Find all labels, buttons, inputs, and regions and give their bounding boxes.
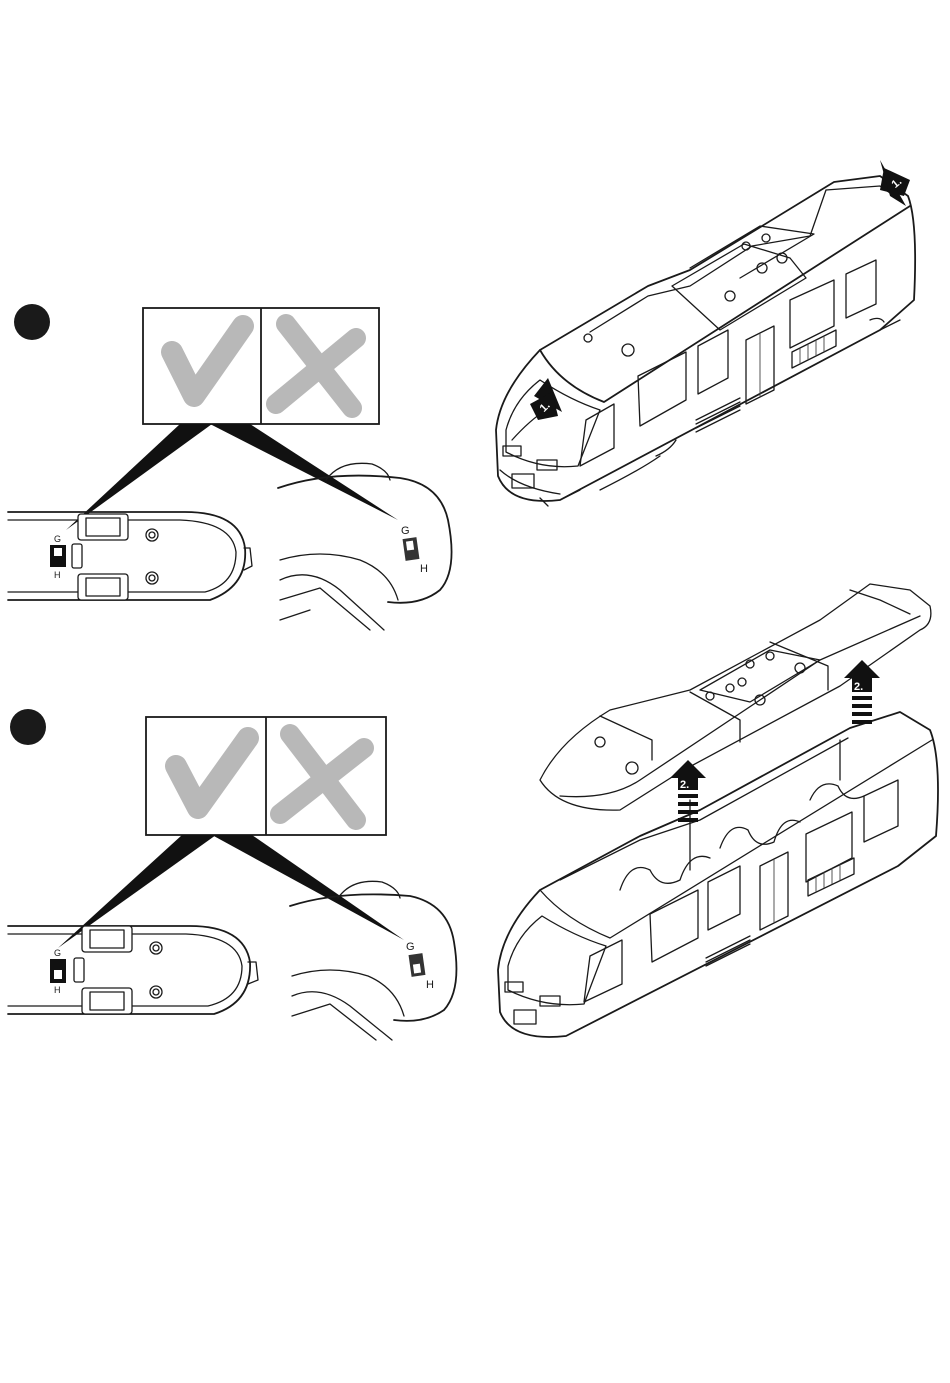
step-2-bogie-view: G H [8, 926, 258, 1014]
step-1-pointer-right [210, 424, 398, 520]
step-2-cab-detail: G H [290, 881, 456, 1040]
step-1: G H G H [8, 160, 915, 630]
switch-label-h: H [54, 570, 61, 580]
callout-label: 2. [854, 681, 863, 693]
push-arrow-icon: 1. [880, 160, 910, 206]
switch-label-g: G [54, 948, 61, 958]
step-1-bogie-view: G H [8, 512, 252, 600]
switch-label-h: H [420, 563, 428, 575]
switch-label-g: G [406, 941, 415, 953]
step-1-compare-panel [143, 308, 379, 424]
step-2-dot [10, 709, 46, 745]
step-2-compare-panel [146, 717, 386, 835]
switch-label-h: H [54, 985, 61, 995]
step-1-train [496, 176, 915, 506]
step-1-cab-detail: G H [278, 463, 452, 630]
step-2: G H G H [8, 584, 938, 1040]
step-2-pointer-right [212, 835, 404, 940]
step-1-dot [14, 304, 50, 340]
switch-label-g: G [54, 534, 61, 544]
switch-label-g: G [401, 525, 410, 537]
callout-label: 2. [680, 779, 689, 791]
switch-label-h: H [426, 979, 434, 991]
